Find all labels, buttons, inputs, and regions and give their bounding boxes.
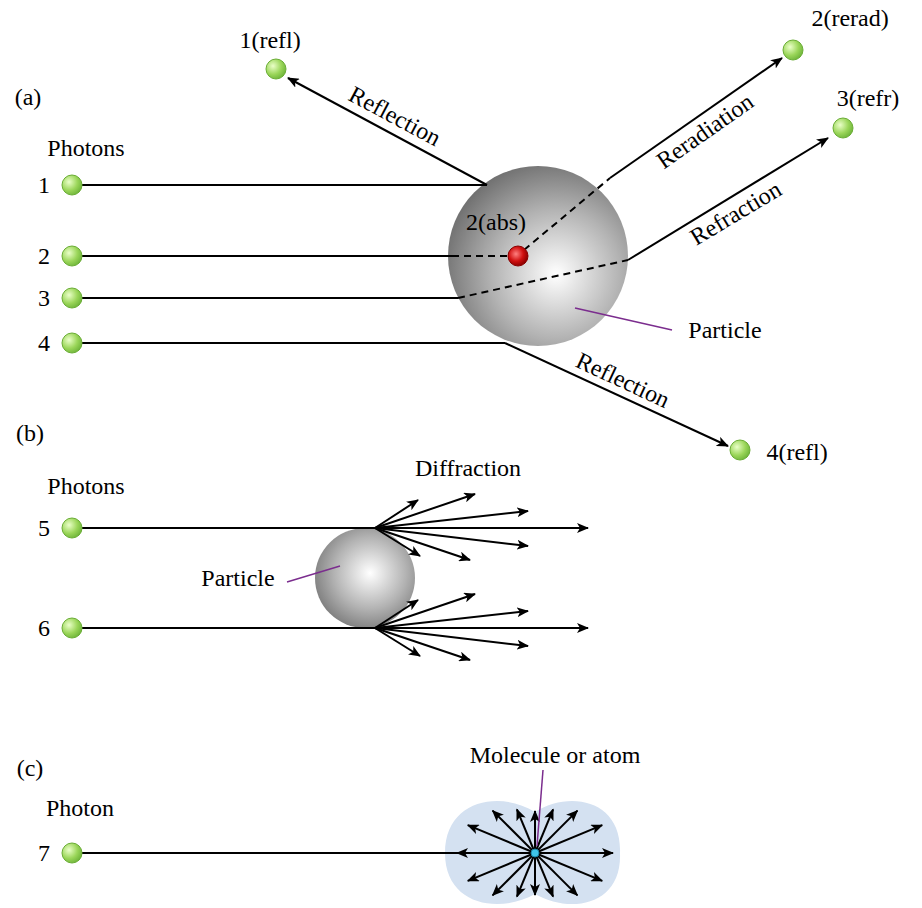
callout-number: 1	[38, 173, 50, 197]
rays	[82, 58, 828, 446]
rayleigh-ray	[535, 853, 553, 897]
particle	[448, 166, 628, 346]
panel-letter: (a)	[15, 85, 42, 109]
rayleigh-rays	[82, 809, 613, 896]
absorber	[508, 246, 528, 266]
part-label: Particle	[688, 318, 761, 342]
photon-dot	[62, 843, 82, 863]
photon-label: 2(abs)	[466, 210, 526, 234]
molecule-dot	[531, 849, 539, 857]
callout-number: 3	[38, 286, 50, 310]
rayleigh-ray	[517, 809, 535, 853]
ray-label: Reradiation	[652, 89, 757, 173]
callout-number: 5	[38, 516, 50, 540]
leader-line	[575, 308, 672, 330]
panel-letter: (c)	[17, 756, 44, 780]
callout-number: 6	[38, 616, 50, 640]
leader-line	[537, 770, 543, 846]
rayleigh-ray	[535, 811, 577, 853]
row-heading: Photons	[47, 136, 124, 160]
photon-label: 3(refr)	[837, 86, 900, 110]
rayleigh-ray	[493, 853, 535, 895]
part-label: Particle	[201, 566, 274, 590]
photon-label: 2(rerad)	[811, 6, 888, 30]
scattering-lobe	[445, 801, 620, 904]
row-heading: Photons	[47, 474, 124, 498]
rayleigh-ray	[457, 852, 535, 854]
rayleigh-ray	[468, 853, 535, 881]
photon-dots	[62, 40, 853, 460]
photon-label: 4(refl)	[766, 440, 827, 464]
rayleigh-ray	[534, 853, 536, 895]
part-label: Molecule or atom	[470, 743, 641, 767]
row-heading: Photon	[46, 796, 114, 820]
photon-label: 1(refl)	[239, 28, 300, 52]
callout-number: 2	[38, 244, 50, 268]
photon-dots	[62, 518, 82, 638]
leader-line	[287, 566, 340, 582]
ray-label: Refraction	[686, 177, 785, 250]
rayleigh-ray	[535, 853, 577, 895]
rayleigh-ray	[493, 811, 535, 853]
diffraction-rays	[82, 494, 588, 660]
callout-number: 7	[38, 841, 50, 865]
ray-label: Diffraction	[415, 456, 521, 480]
rayleigh-ray	[534, 811, 536, 853]
rayleigh-ray	[535, 852, 613, 854]
callout-number: 4	[38, 331, 50, 355]
rayleigh-ray	[535, 825, 602, 853]
panel-letter: (b)	[16, 421, 44, 445]
ray-label: Reflection	[573, 348, 674, 412]
